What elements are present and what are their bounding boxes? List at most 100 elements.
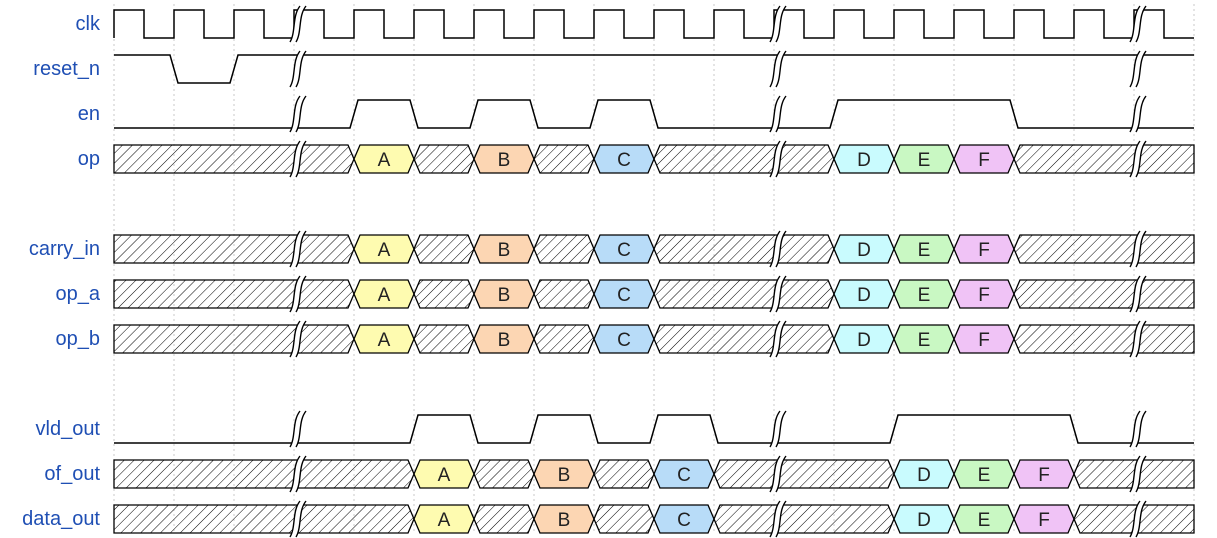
time-break-marker xyxy=(289,500,307,538)
time-break-marker xyxy=(1129,275,1147,313)
time-break-marker xyxy=(289,95,307,133)
bus-cell-label: F xyxy=(1038,510,1050,531)
bus-cell-undefined xyxy=(113,504,415,534)
bus-cell-A xyxy=(413,504,475,534)
bus-cell-A xyxy=(353,324,415,354)
bus-cell-label: D xyxy=(857,150,871,171)
bus-cell-undefined xyxy=(713,459,895,489)
time-break-marker xyxy=(769,50,787,88)
bus-cell-label: A xyxy=(378,285,391,306)
bus-cell-undefined xyxy=(1013,324,1195,354)
bus-cell-label: B xyxy=(498,240,511,261)
bus-cell-D xyxy=(833,279,895,309)
bus-cell-C xyxy=(593,234,655,264)
bus-cell-label: D xyxy=(857,240,871,261)
bus-cell-label: E xyxy=(918,330,931,351)
bus-cell-F xyxy=(953,279,1015,309)
time-break-marker xyxy=(1129,50,1147,88)
time-break-marker xyxy=(1129,500,1147,538)
bus-cell-B xyxy=(473,144,535,174)
bus-cell-D xyxy=(893,459,955,489)
bus-cell-label: F xyxy=(978,150,990,171)
signal-label-op_b: op_b xyxy=(56,328,101,350)
bus-cell-F xyxy=(953,144,1015,174)
bus-cell-undefined xyxy=(113,324,355,354)
bus-cell-label: C xyxy=(677,510,691,531)
bus-cell-label: E xyxy=(918,240,931,261)
time-break-marker xyxy=(289,410,307,448)
bus-cell-D xyxy=(833,144,895,174)
clk-waveform xyxy=(113,9,1194,39)
bus-cell-undefined xyxy=(653,279,835,309)
bus-cell-undefined xyxy=(413,234,475,264)
time-break-marker xyxy=(769,275,787,313)
bus-cell-D xyxy=(833,234,895,264)
bus-cell-undefined xyxy=(113,144,355,174)
bus-cell-B xyxy=(473,279,535,309)
en-waveform xyxy=(114,99,1194,129)
bus-cell-undefined xyxy=(593,459,655,489)
bus-cell-A xyxy=(413,459,475,489)
bus-cell-F xyxy=(953,234,1015,264)
bus-cell-label: D xyxy=(917,465,931,486)
time-break-marker xyxy=(289,230,307,268)
time-break-marker xyxy=(769,455,787,493)
time-break-marker xyxy=(769,95,787,133)
bus-cell-B xyxy=(473,324,535,354)
bus-cell-C xyxy=(593,279,655,309)
bus-cell-undefined xyxy=(653,144,835,174)
bus-cell-B xyxy=(473,234,535,264)
bus-cell-label: D xyxy=(857,285,871,306)
time-break-marker xyxy=(769,500,787,538)
bus-cell-C xyxy=(593,324,655,354)
bus-cell-E xyxy=(953,459,1015,489)
bus-cell-E xyxy=(953,504,1015,534)
bus-cell-label: A xyxy=(378,150,391,171)
bus-cell-B xyxy=(533,504,595,534)
bus-cell-D xyxy=(893,504,955,534)
bus-cell-C xyxy=(653,504,715,534)
bus-cell-E xyxy=(893,324,955,354)
bus-cell-F xyxy=(1013,459,1075,489)
time-break-marker xyxy=(289,140,307,178)
bus-cell-undefined xyxy=(533,324,595,354)
bus-cell-A xyxy=(353,144,415,174)
bus-cell-undefined xyxy=(533,234,595,264)
signal-label-op: op xyxy=(78,148,100,170)
signal-label-carry_in: carry_in xyxy=(29,238,100,260)
bus-cell-undefined xyxy=(653,324,835,354)
time-break-marker xyxy=(1129,5,1147,43)
bus-cell-F xyxy=(1013,504,1075,534)
signal-label-reset_n: reset_n xyxy=(33,58,100,80)
time-break-marker xyxy=(1129,410,1147,448)
bus-cell-C xyxy=(593,144,655,174)
bus-cell-undefined xyxy=(473,459,535,489)
reset_n-waveform xyxy=(114,54,1194,84)
bus-cell-label: F xyxy=(978,240,990,261)
bus-cell-label: B xyxy=(498,330,511,351)
bus-cell-undefined xyxy=(593,504,655,534)
bus-cell-label: A xyxy=(438,465,451,486)
bus-cell-label: B xyxy=(498,150,511,171)
bus-cell-label: B xyxy=(498,285,511,306)
time-break-marker xyxy=(289,5,307,43)
bus-cell-label: F xyxy=(1038,465,1050,486)
bus-cell-label: E xyxy=(978,510,991,531)
time-break-marker xyxy=(289,275,307,313)
bus-cell-undefined xyxy=(1013,279,1195,309)
bus-cell-label: B xyxy=(558,465,571,486)
bus-cell-label: E xyxy=(918,285,931,306)
bus-cell-undefined xyxy=(473,504,535,534)
bus-cell-label: D xyxy=(857,330,871,351)
time-break-marker xyxy=(769,410,787,448)
bus-cell-undefined xyxy=(1013,144,1195,174)
signal-labels: clkreset_nenopcarry_inop_aop_bvld_outof_… xyxy=(22,13,101,530)
time-break-marker xyxy=(289,320,307,358)
bus-cell-A xyxy=(353,279,415,309)
